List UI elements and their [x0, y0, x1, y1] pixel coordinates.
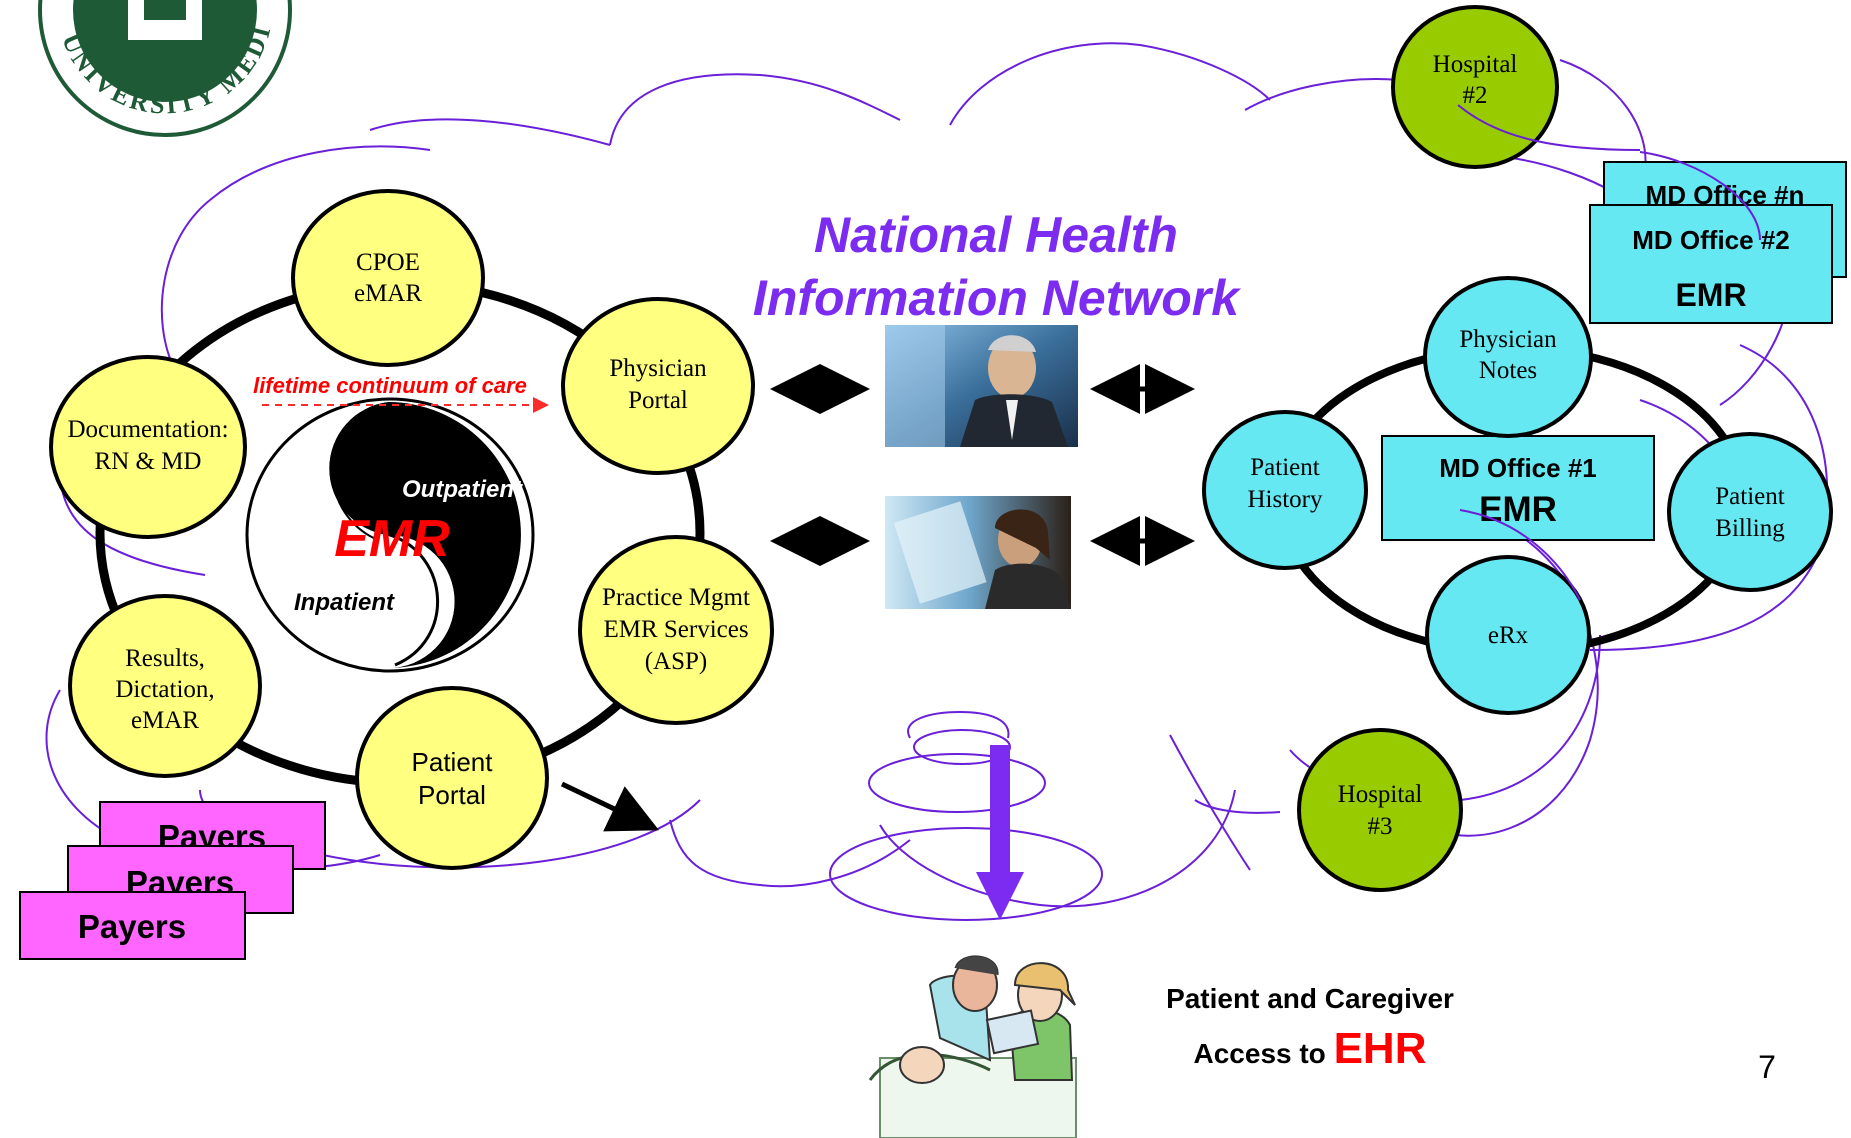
- svg-text:Results,: Results,: [125, 645, 205, 672]
- yin-yang-emr: Outpatient EMR Inpatient: [245, 397, 535, 673]
- payers-stack: Payers Payers Payers: [19, 801, 326, 960]
- inpatient-label: Inpatient: [294, 589, 395, 616]
- node-patient-history: Patient History: [1202, 410, 1368, 570]
- svg-text:Patient: Patient: [412, 747, 494, 777]
- svg-text:eRx: eRx: [1488, 622, 1529, 649]
- title-line-2: Information Network: [753, 270, 1241, 326]
- connector-arrows: [560, 364, 1195, 832]
- network-overlay-swoops: [1457, 104, 1761, 601]
- university-logo: UNIVERSITY MEDICAL CENTER: [0, 0, 292, 137]
- svg-text:Physician: Physician: [609, 355, 707, 382]
- funnel-arrow: [976, 745, 1024, 920]
- payer-card-front: [19, 891, 246, 960]
- svg-text:RN & MD: RN & MD: [95, 448, 202, 475]
- emr-label: EMR: [334, 510, 450, 568]
- node-physician-notes: Physician Notes: [1423, 276, 1593, 438]
- md-office-2-label: MD Office #2: [1632, 225, 1790, 255]
- svg-text:Dictation,: Dictation,: [115, 676, 214, 703]
- continuum-of-care: lifetime continuum of care: [253, 373, 549, 413]
- title-line-1: National Health: [814, 207, 1178, 263]
- node-practice-mgmt: Practice Mgmt EMR Services (ASP): [578, 535, 774, 725]
- svg-text:Patient: Patient: [1715, 483, 1784, 510]
- svg-text:EMR Services: EMR Services: [603, 616, 748, 643]
- arrow-patient-portal: [560, 781, 660, 832]
- access-line-2: Access to EHR: [1194, 1024, 1427, 1073]
- svg-text:Hospital: Hospital: [1433, 51, 1518, 78]
- svg-text:eMAR: eMAR: [354, 280, 422, 307]
- svg-text:Documentation:: Documentation:: [67, 416, 228, 443]
- md-office-2-emr: EMR: [1675, 277, 1746, 313]
- node-results: Results, Dictation, eMAR: [68, 594, 262, 778]
- svg-text:History: History: [1248, 486, 1324, 513]
- node-documentation: Documentation: RN & MD: [49, 355, 247, 539]
- svg-text:Portal: Portal: [418, 780, 486, 810]
- svg-text:Hospital: Hospital: [1338, 781, 1423, 808]
- access-line-1: Patient and Caregiver: [1166, 983, 1454, 1014]
- network-cloud: [45, 42, 1829, 908]
- access-funnel: [829, 710, 1103, 921]
- photo-physician: [885, 325, 1078, 447]
- continuum-label: lifetime continuum of care: [253, 373, 527, 398]
- svg-text:Practice Mgmt: Practice Mgmt: [602, 584, 750, 611]
- md-office-1-emr: EMR: [1479, 490, 1557, 529]
- node-hospital-2: Hospital #2: [1391, 5, 1559, 169]
- node-patient-billing: Patient Billing: [1667, 432, 1833, 592]
- page-number: 7: [1758, 1049, 1776, 1085]
- node-patient-portal: Patient Portal: [355, 686, 549, 870]
- svg-text:(ASP): (ASP): [645, 648, 708, 675]
- svg-text:Portal: Portal: [628, 387, 688, 414]
- md-office-2-card: [1589, 204, 1833, 324]
- svg-text:eMAR: eMAR: [131, 707, 199, 734]
- svg-text:#3: #3: [1368, 813, 1393, 840]
- page-title: National Health Information Network: [753, 207, 1241, 326]
- ehr-highlight: EHR: [1334, 1024, 1427, 1073]
- node-hospital-3: Hospital #3: [1297, 728, 1463, 892]
- md-office-1-label: MD Office #1: [1439, 453, 1597, 483]
- node-physician-portal: Physician Portal: [561, 297, 755, 475]
- svg-text:Billing: Billing: [1715, 515, 1785, 542]
- svg-text:CPOE: CPOE: [356, 249, 420, 276]
- svg-text:Payers: Payers: [78, 908, 186, 945]
- svg-text:#2: #2: [1463, 82, 1488, 109]
- access-caption: Patient and Caregiver Access to EHR: [1166, 983, 1454, 1073]
- svg-text:Patient: Patient: [1250, 454, 1319, 481]
- photo-xray: [885, 496, 1071, 609]
- node-cpoe: CPOE eMAR: [291, 189, 485, 367]
- outpatient-label: Outpatient: [402, 476, 523, 503]
- svg-text:Notes: Notes: [1479, 357, 1537, 384]
- node-erx: eRx: [1425, 555, 1591, 715]
- svg-text:Physician: Physician: [1459, 326, 1557, 353]
- patient-caregiver-clipart: [868, 955, 1077, 1138]
